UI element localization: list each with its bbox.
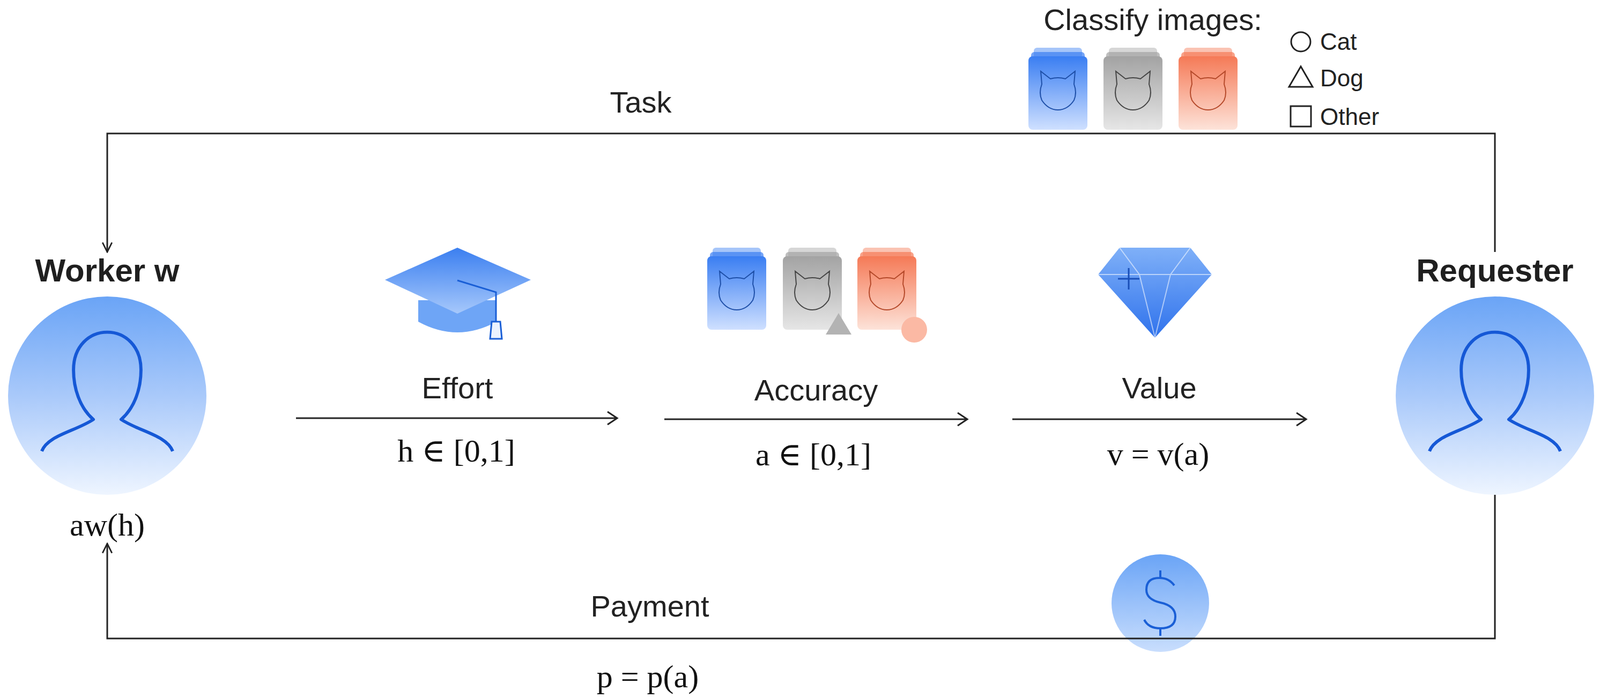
image-card xyxy=(707,247,767,330)
person-icon xyxy=(1395,296,1595,495)
actor-node: Worker w aw(h) xyxy=(4,252,211,544)
formula-label: v = v(a) xyxy=(1104,435,1213,473)
legend-square xyxy=(1290,106,1311,127)
step-label: Effort xyxy=(418,370,497,406)
formula-label: p = p(a) xyxy=(593,658,702,696)
image-card xyxy=(857,247,928,343)
legend-text: Cat xyxy=(1320,28,1357,56)
actor-circle xyxy=(8,296,207,495)
image-card xyxy=(782,247,852,335)
image-card xyxy=(1103,47,1163,130)
actor-circle xyxy=(1395,296,1595,495)
image-card xyxy=(1028,47,1088,130)
actor-function: aw(h) xyxy=(4,506,211,544)
gem-icon xyxy=(1098,247,1212,338)
graduation-cap xyxy=(384,247,531,339)
legend-circle xyxy=(1291,32,1311,52)
formula-label: a ∈ [0,1] xyxy=(752,435,875,474)
legend-triangle xyxy=(1289,66,1313,87)
actor-node: Requester xyxy=(1391,252,1598,495)
edge-label: Payment xyxy=(587,588,713,624)
actor-name: Requester xyxy=(1391,252,1598,290)
legend-text: Dog xyxy=(1320,64,1364,92)
step-label: Value xyxy=(1118,370,1200,406)
legend-text: Other xyxy=(1320,103,1380,131)
step-label: Accuracy xyxy=(751,372,881,408)
step-label: Classify images: xyxy=(1040,2,1266,37)
person-icon xyxy=(8,296,207,495)
dollar-coin xyxy=(1111,554,1210,653)
formula-label: h ∈ [0,1] xyxy=(394,431,518,470)
flow-arrow xyxy=(295,411,1307,426)
edge-label: Task xyxy=(606,84,675,120)
flow-connector xyxy=(107,494,1495,639)
image-card xyxy=(1178,47,1238,130)
flow-connector xyxy=(107,133,1495,253)
actor-name: Worker w xyxy=(4,252,211,290)
